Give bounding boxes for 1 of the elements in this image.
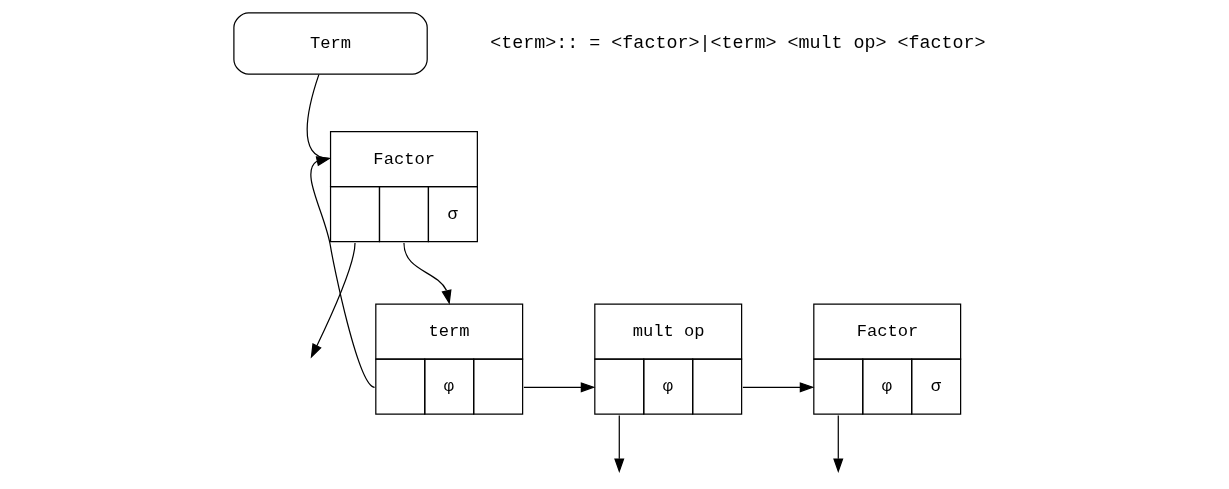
label: <term>:: = <factor>|<term> <mult op> <factor> (489, 32, 986, 54)
